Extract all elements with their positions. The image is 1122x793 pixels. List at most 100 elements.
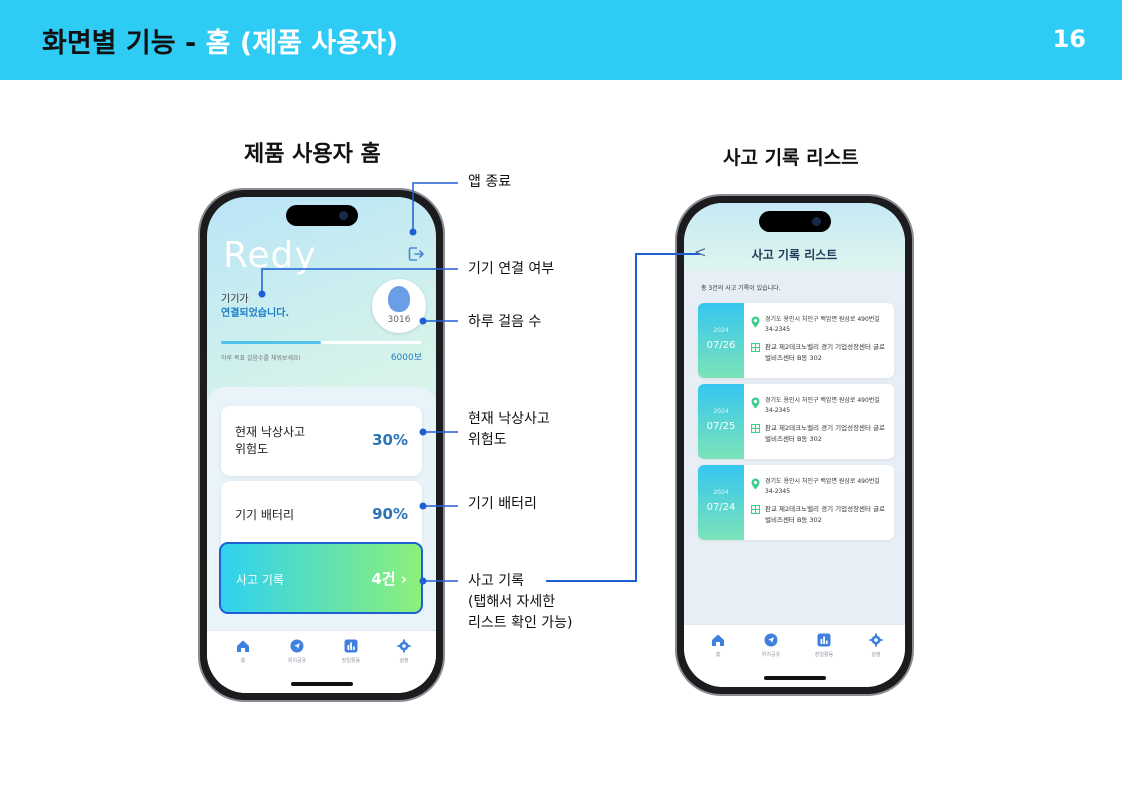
dot-accident (419, 577, 427, 585)
record-address: 경기도 용인시 처인구 백암면 원삼로 490번길 34-2345 (765, 478, 880, 495)
page-title-main: 화면별 기능 - (42, 28, 206, 59)
record-total: 총 3건의 사고 기록이 있습니다. (701, 285, 781, 292)
map-pin-icon (751, 478, 760, 490)
building-icon (751, 343, 760, 352)
line-device-connection (261, 268, 458, 294)
gear-icon (397, 639, 411, 653)
annotation-fall-risk-line2: 위험도 (468, 432, 507, 448)
building-icon (751, 424, 760, 433)
character-mascot-icon (388, 286, 410, 312)
tab-label: 홈 (240, 658, 246, 664)
annotation-accident-line2: (탭해서 자세한 (468, 594, 556, 610)
tab-label: 홈 (715, 652, 721, 658)
record-year: 2024 (713, 408, 729, 415)
record-date-block (698, 303, 744, 378)
annotation-device-connection: 기기 연결 여부 (468, 261, 555, 277)
step-progress-bar (221, 341, 421, 344)
fall-risk-label-line2: 위험도 (235, 442, 269, 456)
record-date: 07/25 (706, 421, 736, 432)
exit-icon[interactable] (406, 244, 426, 264)
record-year: 2024 (713, 489, 729, 496)
home-indicator (763, 676, 826, 680)
chart-icon (344, 639, 358, 653)
dot-daily-steps (419, 317, 427, 325)
page-title: 화면별 기능 - 홈 (제품 사용자) (42, 21, 398, 60)
record-item[interactable]: 2024 07/26 경기도 용인시 처인구 백암면 원삼로 490번길 34-… (698, 303, 894, 378)
tab-settings[interactable]: 설정 (379, 639, 429, 664)
camera-notch (285, 205, 358, 226)
goal-text: 하루 목표 걸음수를 채워보세요! (221, 355, 301, 362)
tab-location[interactable]: 위치공유 (746, 633, 796, 658)
back-icon[interactable]: < (694, 243, 707, 261)
tab-home[interactable]: 홈 (693, 633, 743, 658)
phone-home: Redy 기기가 연결되었습니다. 3016 하루 목표 걸음수를 채워보세요!… (198, 188, 445, 702)
annotation-fall-risk-line1: 현재 낙상사고 (468, 411, 550, 427)
page-title-highlight: 홈 (제품 사용자) (205, 28, 399, 59)
bottom-tab-bar: 홈 위치공유 장일활동 설정 (684, 624, 905, 687)
location-icon (290, 639, 304, 653)
page-number: 16 (1052, 25, 1086, 53)
list-title: 사고 기록 리스트 (751, 248, 838, 262)
chevron-right-icon: › (400, 570, 407, 588)
annotation-app-exit: 앱 종료 (468, 174, 512, 190)
device-status-line1: 기기가 (221, 294, 249, 305)
tab-label: 위치공유 (287, 658, 307, 664)
location-icon (764, 633, 778, 647)
tab-settings[interactable]: 설정 (851, 633, 901, 658)
tab-label: 장일활동 (814, 652, 834, 658)
tab-label: 설정 (399, 658, 409, 664)
record-date-block (698, 384, 744, 459)
camera-notch (758, 211, 831, 232)
heading-list: 사고 기록 리스트 (723, 147, 859, 169)
record-item[interactable]: 2024 07/25 경기도 용인시 처인구 백암면 원삼로 490번길 34-… (698, 384, 894, 459)
tab-activity[interactable]: 장일활동 (326, 639, 376, 664)
record-year: 2024 (713, 327, 729, 334)
annotation-battery: 기기 배터리 (468, 496, 537, 512)
building-icon (751, 505, 760, 514)
battery-card[interactable]: 기기 배터리 90% (221, 481, 422, 551)
accident-label: 사고 기록 (236, 573, 284, 587)
accident-count: 4건 › (371, 568, 407, 589)
accident-count-value: 4건 (371, 570, 396, 588)
fall-risk-value: 30% (372, 431, 408, 449)
tab-home[interactable]: 홈 (218, 639, 268, 664)
battery-label: 기기 배터리 (235, 508, 295, 522)
record-date: 07/24 (706, 502, 736, 513)
tab-label: 위치공유 (761, 652, 781, 658)
battery-value: 90% (372, 505, 408, 523)
fall-risk-label-line1: 현재 낙상사고 (235, 425, 306, 439)
home-indicator (290, 682, 353, 686)
dot-fall-risk (419, 428, 427, 436)
annotation-accident-line3: 리스트 확인 가능) (468, 615, 573, 631)
map-pin-icon (751, 316, 760, 328)
record-date-block (698, 465, 744, 540)
record-place: 판교 제2테크노밸리 경기 기업성장센터 글로벌비즈센터 B동 302 (765, 343, 886, 362)
step-count: 3016 (387, 315, 411, 325)
title-bar: 화면별 기능 - 홈 (제품 사용자) 16 (0, 0, 1122, 80)
line-accident-to-list (546, 253, 700, 582)
record-date: 07/26 (706, 340, 736, 351)
record-address: 경기도 용인시 처인구 백암면 원삼로 490번길 34-2345 (765, 397, 880, 414)
record-place: 판교 제2테크노밸리 경기 기업성장센터 글로벌비즈센터 B동 302 (765, 505, 886, 524)
step-progress-fill (221, 341, 321, 344)
record-address: 경기도 용인시 처인구 백암면 원삼로 490번길 34-2345 (765, 316, 880, 333)
record-item[interactable]: 2024 07/24 경기도 용인시 처인구 백암면 원삼로 490번길 34-… (698, 465, 894, 540)
goal-steps: 6000보 (390, 353, 422, 363)
dot-battery (419, 502, 427, 510)
tab-activity[interactable]: 장일활동 (799, 633, 849, 658)
phone-list: < 사고 기록 리스트 총 3건의 사고 기록이 있습니다. 2024 07/2… (675, 194, 914, 696)
record-place: 판교 제2테크노밸리 경기 기업성장센터 글로벌비즈센터 B동 302 (765, 424, 886, 443)
accident-record-card[interactable]: 사고 기록 4건 › (219, 542, 423, 614)
dot-device-connection (258, 290, 266, 298)
tab-label: 장일활동 (341, 658, 361, 664)
device-status-line2: 연결되었습니다. (221, 308, 290, 319)
chart-icon (817, 633, 831, 647)
home-screen: Redy 기기가 연결되었습니다. 3016 하루 목표 걸음수를 채워보세요!… (207, 197, 436, 693)
tab-location[interactable]: 위치공유 (272, 639, 322, 664)
annotation-accident-line1: 사고 기록 (468, 573, 524, 589)
